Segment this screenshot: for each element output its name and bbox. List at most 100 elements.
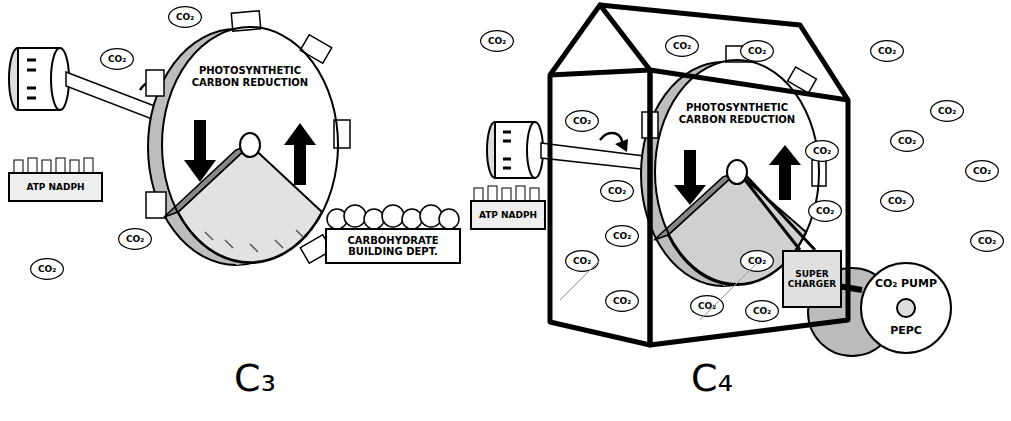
crate-item (488, 186, 497, 201)
node-text: ATP NADPH (472, 210, 544, 220)
bubble-outline (891, 131, 924, 152)
node-text: CO₂ (966, 166, 998, 176)
supercharger-box: SUPER CHARGER (782, 250, 842, 308)
bubble-outline (169, 7, 202, 28)
carbon-reduction-wheel-outline (162, 27, 338, 263)
node-text: CO₂ (119, 234, 151, 244)
bubble-outline (741, 251, 774, 272)
bubble-outline (481, 31, 514, 52)
node-text: PHOTOSYNTHETIC CARBON REDUCTION (677, 102, 797, 125)
wheel-hub (240, 133, 260, 157)
co2-bubble: CO₂ (600, 180, 634, 202)
co2-bubble: CO₂ (100, 48, 134, 70)
atp-nadph-crate: ATP NADPH (8, 172, 103, 202)
greenhouse-wall (550, 70, 650, 345)
node-text: CO₂ (806, 146, 838, 156)
bubble-outline (606, 291, 639, 312)
node-text: PHOTOSYNTHETIC CARBON REDUCTION (188, 65, 312, 88)
node-text: PEPC (866, 325, 946, 338)
bubble-outline (966, 161, 999, 182)
co2-bubble: CO₂ (970, 230, 1004, 252)
greenhouse-roof (600, 5, 848, 100)
bubble-outline (806, 141, 839, 162)
node-text: CO₂ (601, 186, 633, 196)
bubble-outline (971, 231, 1004, 252)
carbohydrate-blob (439, 209, 459, 229)
co2-bubble: CO₂ (565, 250, 599, 272)
node-text: CO₂ (566, 116, 598, 126)
wheel-outline (162, 27, 338, 263)
motor-marks (27, 60, 36, 98)
node-text: CO₂ (606, 231, 638, 241)
enzyme-block (300, 35, 332, 64)
node-text: CO₂ (809, 206, 841, 216)
greenhouse-gable (550, 5, 650, 75)
bubble-outline (101, 49, 134, 70)
co2-bubble: CO₂ (118, 228, 152, 250)
node-text: CO₂ (566, 256, 598, 266)
node-text: CO₂ (971, 236, 1003, 246)
bubble-outline (566, 111, 599, 132)
carbon-reduction-wheel: PHOTOSYNTHETIC CARBON REDUCTION (162, 27, 338, 263)
rotation-arrow (284, 123, 316, 185)
bubble-outline (881, 191, 914, 212)
co2-bubble: CO₂ (930, 100, 964, 122)
bubble-outline (601, 181, 634, 202)
node-text: CO₂ (666, 41, 698, 51)
node-text: CO₂ (871, 46, 903, 56)
co2-bubble: CO₂ (965, 160, 999, 182)
node-text: CO₂ (741, 256, 773, 266)
panel-label: C₃ (210, 356, 300, 400)
enzyme-block (146, 70, 164, 96)
carbohydrate-dept-box: CARBOHYDRATE BUILDING DEPT. (325, 228, 461, 264)
bubble-outline (691, 296, 724, 317)
motor-marks (503, 132, 511, 168)
rotation-arrow (769, 145, 801, 200)
wheel-face (162, 27, 338, 263)
rotation-arrow (184, 120, 216, 182)
node-text: CO₂ (31, 264, 63, 274)
bubble-outline (741, 41, 774, 62)
bubble-outline (871, 41, 904, 62)
bubble-outline (931, 101, 964, 122)
co2-bubble: CO₂ (480, 30, 514, 52)
node-text: CO₂ (891, 136, 923, 146)
bubble-outline (31, 259, 64, 280)
node-text: CO₂ (101, 54, 133, 64)
co2-bubble: CO₂ (665, 35, 699, 57)
bubble-outline (566, 251, 599, 272)
node-text: CO₂ (169, 12, 201, 22)
co2-bubble: CO₂ (890, 130, 924, 152)
crate-item (516, 186, 525, 201)
co2-pump-outline (860, 262, 952, 354)
greenhouse-wall (650, 70, 848, 345)
bubble-outline (746, 301, 779, 322)
carbohydrate-blob (364, 209, 384, 229)
wedge-side (164, 145, 250, 217)
co2-bubble: CO₂ (808, 200, 842, 222)
carbohydrate-blob (382, 205, 404, 227)
co2-bubble: CO₂ (605, 225, 639, 247)
crate-item (28, 158, 37, 173)
co2-pump: CO₂ PUMPPEPC (860, 262, 952, 354)
node-text: CO₂ (931, 106, 963, 116)
pump-hub (897, 299, 915, 317)
node-text: CO₂ (606, 296, 638, 306)
co2-bubble: CO₂ (880, 190, 914, 212)
rotation-arrow (674, 150, 706, 205)
co2-bubble: CO₂ (745, 300, 779, 322)
wedge-hatching (205, 230, 304, 252)
co2-bubble: CO₂ (168, 6, 202, 28)
node-text: CO₂ (746, 306, 778, 316)
bubble-outline (119, 229, 152, 250)
enzyme-block (146, 192, 166, 218)
rotation-arrowhead (615, 139, 628, 152)
enzyme-block (642, 112, 658, 138)
carbohydrate-blob (344, 205, 366, 227)
co2-bubble: CO₂ (605, 290, 639, 312)
co2-bubble: CO₂ (690, 295, 724, 317)
co2-bubble: CO₂ (805, 140, 839, 162)
co2-bubble: CO₂ (565, 110, 599, 132)
